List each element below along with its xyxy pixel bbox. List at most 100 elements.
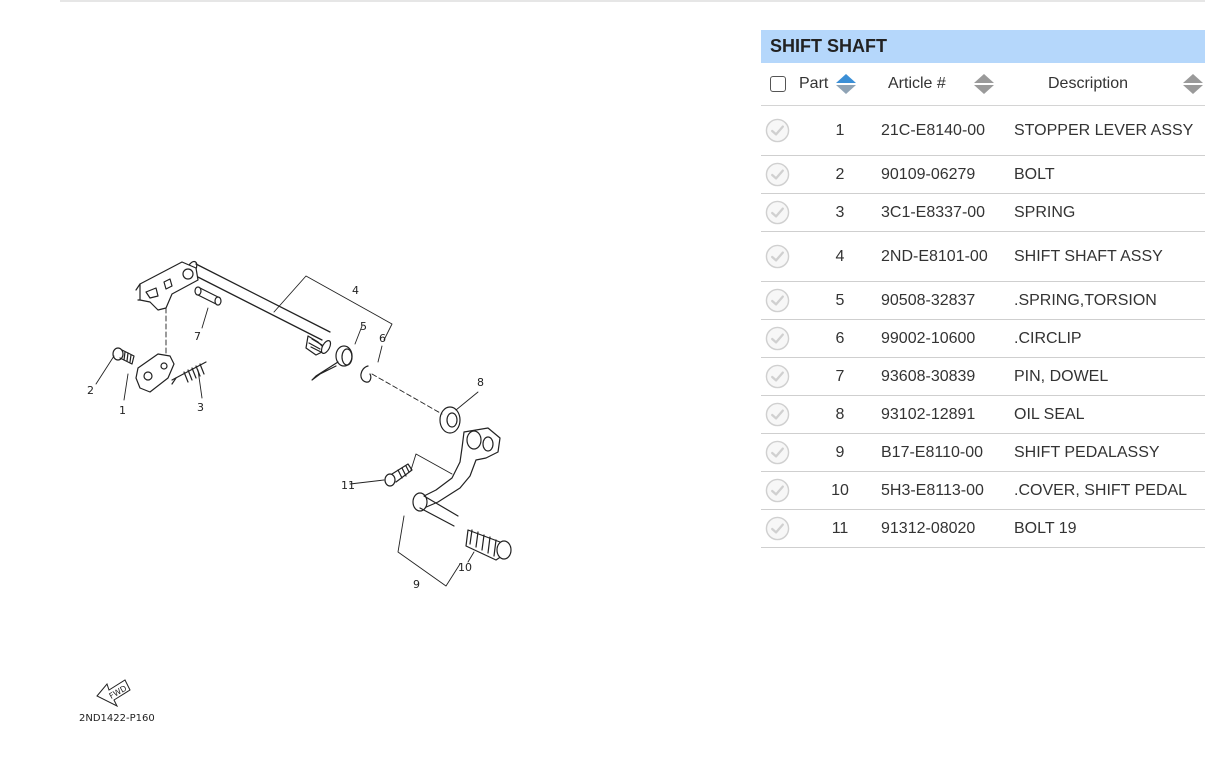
torsion-spring-part[interactable]	[311, 345, 353, 381]
article-number: 21C-E8140-00	[881, 105, 1014, 156]
header-description-label: Description	[1048, 75, 1129, 92]
callout-4: 4	[352, 284, 359, 297]
stopper-lever-part[interactable]	[135, 353, 175, 393]
callout-6: 6	[379, 332, 386, 345]
pedal-bolt-part[interactable]	[384, 463, 413, 487]
check-circle-icon[interactable]	[765, 516, 790, 541]
part-number: 1	[799, 105, 881, 156]
diagram-code: 2ND1422-P160	[79, 713, 155, 724]
spring-part[interactable]	[171, 361, 207, 385]
part-number: 3	[799, 193, 881, 232]
part-number: 9	[799, 433, 881, 472]
part-description: BOLT 19	[1014, 509, 1205, 548]
part-description: SHIFT PEDALASSY	[1014, 433, 1205, 472]
row-select-cell	[761, 281, 799, 320]
check-circle-icon[interactable]	[765, 440, 790, 465]
circlip-part[interactable]	[360, 365, 372, 383]
oil-seal-part[interactable]	[439, 406, 461, 434]
header-description[interactable]: Description	[1014, 63, 1205, 106]
table-header-row: Part Article # Description	[761, 63, 1205, 106]
header-article[interactable]: Article #	[881, 63, 1014, 106]
header-select-cell	[761, 63, 799, 106]
part-number: 2	[799, 155, 881, 194]
part-number: 11	[799, 509, 881, 548]
article-number: 90109-06279	[881, 155, 1014, 194]
check-circle-icon[interactable]	[765, 402, 790, 427]
pedal-cover-part[interactable]	[465, 529, 512, 561]
check-circle-icon[interactable]	[765, 118, 790, 143]
sort-arrows-icon[interactable]	[973, 72, 995, 96]
check-circle-icon[interactable]	[765, 162, 790, 187]
sort-arrows-icon[interactable]	[1182, 72, 1204, 96]
part-description: SHIFT SHAFT ASSY	[1014, 231, 1205, 282]
bolt-part[interactable]	[112, 347, 135, 365]
row-select-cell	[761, 231, 799, 282]
shift-shaft-part[interactable]	[185, 260, 332, 356]
callout-9: 9	[413, 578, 420, 591]
top-divider	[60, 0, 1205, 2]
header-part-label: Part	[799, 75, 829, 92]
header-part[interactable]: Part	[799, 63, 881, 106]
part-number: 4	[799, 231, 881, 282]
panel-title: SHIFT SHAFT	[761, 30, 1205, 63]
article-number: 99002-10600	[881, 319, 1014, 358]
part-description: BOLT	[1014, 155, 1205, 194]
select-all-checkbox[interactable]	[770, 76, 786, 92]
part-number: 6	[799, 319, 881, 358]
part-description: SPRING	[1014, 193, 1205, 232]
check-circle-icon[interactable]	[765, 326, 790, 351]
assembly-lines	[165, 307, 443, 415]
part-description: .COVER, SHIFT PEDAL	[1014, 471, 1205, 510]
check-circle-icon[interactable]	[765, 364, 790, 389]
callout-5: 5	[360, 320, 367, 333]
article-number: 3C1-E8337-00	[881, 193, 1014, 232]
callout-labels: 1 2 3 4 5 6 7 8 9 10 11	[87, 284, 484, 591]
article-number: B17-E8110-00	[881, 433, 1014, 472]
row-select-cell	[761, 155, 799, 194]
dowel-pin-part[interactable]	[194, 286, 222, 306]
parts-list-panel: SHIFT SHAFT Part Articl	[761, 30, 1205, 548]
row-select-cell	[761, 433, 799, 472]
article-number: 93102-12891	[881, 395, 1014, 434]
callout-leaders	[95, 275, 479, 587]
part-description: PIN, DOWEL	[1014, 357, 1205, 396]
row-select-cell	[761, 395, 799, 434]
callout-7: 7	[194, 330, 201, 343]
part-description: STOPPER LEVER ASSY	[1014, 105, 1205, 156]
check-circle-icon[interactable]	[765, 244, 790, 269]
fwd-arrow-icon: FWD	[96, 679, 131, 708]
row-select-cell	[761, 471, 799, 510]
check-circle-icon[interactable]	[765, 478, 790, 503]
part-number: 10	[799, 471, 881, 510]
shaft-plate-part[interactable]	[135, 261, 199, 311]
part-description: .SPRING,TORSION	[1014, 281, 1205, 320]
article-number: 2ND-E8101-00	[881, 231, 1014, 282]
callout-10: 10	[458, 561, 472, 574]
article-number: 93608-30839	[881, 357, 1014, 396]
check-circle-icon[interactable]	[765, 288, 790, 313]
article-number: 90508-32837	[881, 281, 1014, 320]
callout-3: 3	[197, 401, 204, 414]
header-article-label: Article #	[888, 75, 946, 92]
part-number: 8	[799, 395, 881, 434]
row-select-cell	[761, 105, 799, 156]
sort-arrows-icon[interactable]	[835, 72, 857, 96]
parts-diagram[interactable]: 1 2 3 4 5 6 7 8 9 10 11 FWD 2ND1422-P160	[0, 0, 740, 761]
shift-pedal-part[interactable]	[412, 427, 501, 527]
article-number: 5H3-E8113-00	[881, 471, 1014, 510]
part-description: .CIRCLIP	[1014, 319, 1205, 358]
check-circle-icon[interactable]	[765, 200, 790, 225]
part-description: OIL SEAL	[1014, 395, 1205, 434]
